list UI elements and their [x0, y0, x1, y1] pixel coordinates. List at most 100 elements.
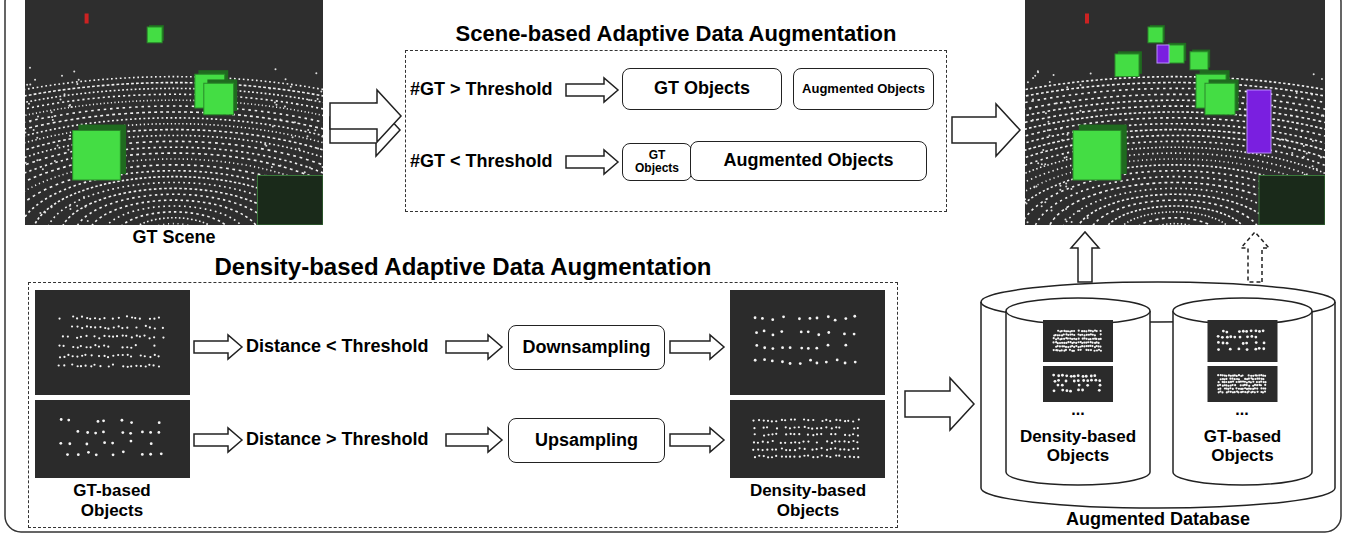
scan-point [36, 159, 38, 161]
object-point [1238, 374, 1240, 376]
object-point [94, 432, 97, 435]
object-point [145, 325, 147, 327]
database-cylinder: Density-based Objects [1003, 296, 1153, 486]
scan-point [271, 166, 273, 168]
object-point [753, 441, 755, 443]
object-point [1098, 349, 1100, 351]
object-point [1083, 345, 1085, 347]
object-point [86, 325, 88, 327]
scan-ring [1025, 147, 1325, 225]
object-point [789, 449, 791, 451]
scan-ring [60, 188, 288, 225]
object-point [807, 440, 809, 442]
object-point [763, 420, 765, 422]
object-point [1252, 375, 1254, 377]
object-point [1083, 334, 1085, 336]
scan-point [26, 84, 28, 86]
object-point [1085, 349, 1087, 351]
ellipsis-mark: ... [1212, 401, 1272, 419]
object-point [800, 331, 803, 334]
object-point [121, 346, 123, 348]
object-point [126, 327, 128, 329]
process-box: GT Objects [622, 68, 782, 110]
object-point [102, 419, 105, 422]
object-point [66, 453, 69, 456]
object-point [1086, 379, 1089, 382]
object-point [154, 327, 156, 329]
object-point [90, 346, 92, 348]
object-point [763, 358, 766, 361]
object-point [135, 365, 137, 367]
object-point [843, 440, 845, 442]
object-point [1226, 336, 1229, 339]
scan-point [1051, 210, 1053, 212]
object-point [1075, 342, 1077, 344]
object-point [856, 441, 858, 443]
scan-point [292, 136, 294, 138]
object-point [1238, 378, 1240, 380]
object-point [827, 315, 830, 318]
object-point [1252, 378, 1254, 380]
object-point [1092, 338, 1094, 340]
object-point [1217, 374, 1219, 376]
block-arrow [670, 428, 724, 452]
object-point [1069, 337, 1071, 339]
object-point [1244, 391, 1246, 393]
scan-point [1047, 121, 1049, 123]
object-image [1043, 366, 1113, 402]
scan-ring [25, 159, 323, 225]
object-point [809, 317, 812, 320]
object-point [1088, 334, 1090, 336]
object-point [71, 363, 73, 365]
red-marker [85, 14, 89, 24]
object-point [1225, 331, 1228, 334]
object-point [785, 426, 787, 428]
object-point [81, 327, 83, 329]
object-point [757, 448, 759, 450]
object-point [1256, 388, 1258, 390]
object-point [1081, 345, 1083, 347]
object-point [1237, 391, 1239, 393]
object-point [1254, 336, 1257, 339]
scan-point [1041, 205, 1043, 207]
object-point [1063, 338, 1065, 340]
object-point [77, 453, 80, 456]
block-arrow [446, 335, 502, 359]
scan-point [1291, 152, 1293, 154]
object-point [847, 420, 849, 422]
scan-ring [1025, 159, 1325, 225]
object-point [1263, 342, 1266, 345]
object-point [1227, 388, 1229, 390]
object-point [58, 317, 60, 319]
scan-point [298, 148, 300, 150]
object-point [148, 364, 150, 366]
scan-point [1025, 198, 1026, 200]
object-point [771, 433, 773, 435]
object-point [1258, 347, 1261, 350]
gt-box [1115, 54, 1139, 77]
object-point [84, 354, 86, 356]
object-point [122, 450, 125, 453]
lidar-scene [25, 0, 323, 225]
object-point [91, 354, 93, 356]
object-point [122, 354, 124, 356]
object-point [77, 346, 79, 348]
object-point [844, 420, 846, 422]
block-arrow [566, 150, 618, 174]
object-point [1061, 342, 1063, 344]
object-point [76, 325, 78, 327]
object-point [1256, 374, 1258, 376]
scan-point [69, 208, 71, 210]
scan-ring [25, 118, 323, 225]
process-box: Downsampling [508, 325, 665, 370]
scan-point [33, 129, 35, 131]
object-point [1088, 330, 1090, 332]
object-point [102, 431, 105, 434]
object-point [103, 344, 105, 346]
object-point [1063, 333, 1065, 335]
object-point [835, 454, 837, 456]
scan-ring [1025, 171, 1325, 225]
scan-point [37, 116, 39, 118]
object-point [790, 433, 792, 435]
box-label: Downsampling [518, 338, 654, 358]
